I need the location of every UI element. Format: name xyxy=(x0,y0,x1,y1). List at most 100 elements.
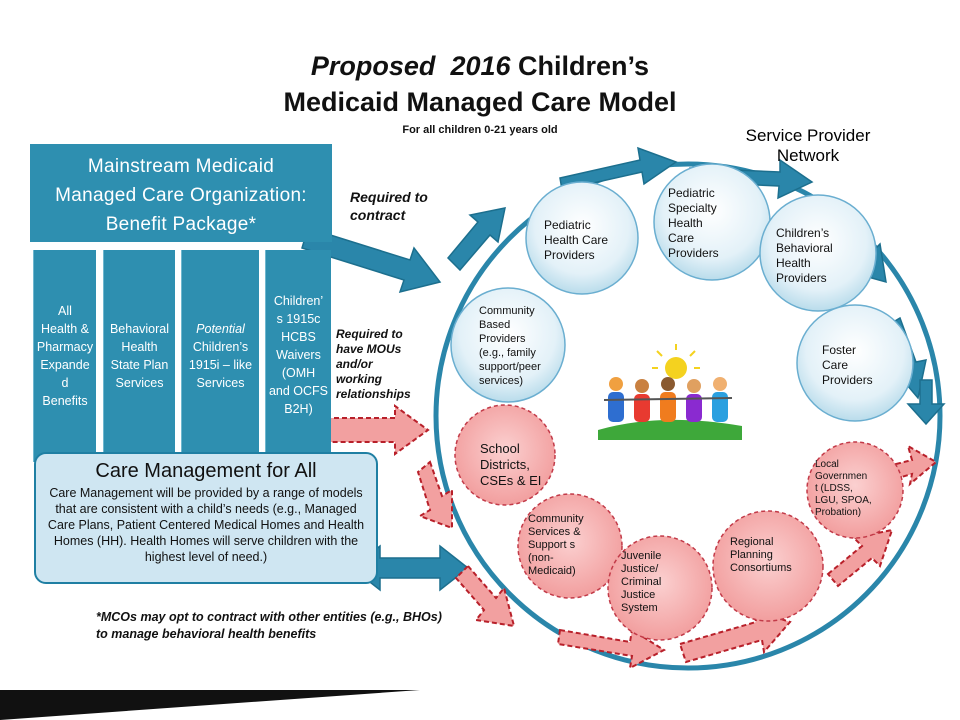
cycle-circle xyxy=(433,161,943,671)
care-title: Care Management for All xyxy=(95,460,317,482)
note-line: and/or xyxy=(336,357,373,371)
arc-arrow-6 xyxy=(906,379,946,426)
label-line: Providers xyxy=(668,246,719,260)
bubble-community-based xyxy=(450,287,566,403)
col4-line: HCBS xyxy=(281,330,316,344)
label-line: Probation) xyxy=(815,507,862,518)
bubble-behavioral xyxy=(759,194,877,312)
label-line: Care xyxy=(822,358,849,372)
footnote-line: to manage behavioral health benefits xyxy=(96,627,317,641)
title-word-childrens: Children’s xyxy=(518,51,650,81)
col1-line: Health & xyxy=(41,322,89,336)
label-line: (e.g., family xyxy=(479,347,536,359)
title-word-proposed: Proposed xyxy=(310,51,436,81)
label-line: LGU, SPOA, xyxy=(815,495,872,506)
page-title: Proposed 2016 Children’s Medicaid Manage… xyxy=(180,48,780,120)
note-line: Required to xyxy=(350,189,428,205)
network-title: Service Provider Network xyxy=(718,126,898,166)
col2-line: Behavioral xyxy=(109,322,170,336)
label-line: Based xyxy=(479,319,511,331)
label-line: Justice/ xyxy=(621,563,659,575)
children-logo xyxy=(598,344,742,440)
col4-line: (OMH xyxy=(281,366,316,380)
footnote: *MCOs may opt to contract with other ent… xyxy=(96,609,442,643)
label-line: Local xyxy=(815,459,839,470)
benefit-column-behavioral: Behavioral Health State Plan Services xyxy=(103,250,175,462)
note-required-mous: Required to have MOUs and/or working rel… xyxy=(336,327,411,402)
col1-line: d xyxy=(61,376,69,390)
title-word-year: 2016 xyxy=(450,51,511,81)
benefit-column-1915i: Potential Children’s 1915i – like Servic… xyxy=(181,250,259,462)
label-line: Support s xyxy=(528,539,576,551)
arc-pink-3 xyxy=(556,628,667,670)
label-regional: Regional Planning Consortiums xyxy=(730,536,792,575)
mco-benefit-package-box: Mainstream Medicaid Managed Care Organiz… xyxy=(30,144,332,242)
partner-arrows xyxy=(317,404,938,670)
label-line: Community xyxy=(479,305,535,317)
arc-arrow-1 xyxy=(446,207,506,272)
label-behavioral: Children’s Behavioral Health Providers xyxy=(776,226,833,286)
label-line: System xyxy=(621,602,658,614)
note-required-contract: Required to contract xyxy=(350,188,428,224)
label-line: Juvenile xyxy=(621,550,662,562)
label-specialty: Pediatric Specialty Health Care Provider… xyxy=(668,186,719,261)
bubble-juvenile xyxy=(607,535,713,641)
label-community-services: Community Services & Support s (non- Med… xyxy=(528,513,584,578)
arc-pink-6 xyxy=(894,443,938,487)
label-line: (non- xyxy=(528,552,554,564)
col4-line: s 1915c xyxy=(276,312,321,326)
bubble-regional xyxy=(712,510,824,622)
note-line: relationships xyxy=(336,387,411,401)
subtitle: For all children 0-21 years old xyxy=(402,124,558,136)
mco-line-1: Mainstream Medicaid xyxy=(87,156,275,177)
label-line: Planning xyxy=(730,549,773,561)
mou-arrow xyxy=(317,404,430,456)
note-line: Required to xyxy=(336,327,403,341)
col1-line: Benefits xyxy=(42,394,88,408)
bubble-community-services xyxy=(517,493,623,599)
bubble-school xyxy=(454,404,556,506)
bubble-local-gov xyxy=(806,441,904,539)
col1-line: Expande xyxy=(40,358,90,372)
label-local-gov: Local Governmen t (LDSS, LGU, SPOA, Prob… xyxy=(815,459,872,519)
label-line: Providers xyxy=(479,333,526,345)
label-line: t (LDSS, xyxy=(815,483,853,494)
label-line: Community xyxy=(528,513,584,525)
col3-line: Children’s xyxy=(192,340,249,354)
label-line: School xyxy=(480,441,520,456)
col2-line: State Plan xyxy=(110,358,169,372)
label-school: School Districts, CSEs & EI xyxy=(480,441,541,489)
label-line: Services & xyxy=(528,526,581,538)
network-title-line-2: Network xyxy=(776,146,840,165)
col2-line: Services xyxy=(115,376,164,390)
label-line: Behavioral xyxy=(776,241,833,255)
title-line-2: Medicaid Managed Care Model xyxy=(283,87,677,117)
label-pediatric: Pediatric Health Care Providers xyxy=(544,218,608,263)
label-community-based: Community Based Providers (e.g., family … xyxy=(479,304,541,388)
arc-pink-2 xyxy=(454,564,516,628)
label-line: CSEs & EI xyxy=(480,473,542,488)
network-title-line-1: Service Provider xyxy=(745,126,871,145)
care-management-box: Care Management for All Care Management … xyxy=(34,452,378,584)
note-line: working xyxy=(336,372,383,386)
label-line: Specialty xyxy=(668,201,717,215)
label-line: Children’s xyxy=(776,226,830,240)
mco-line-3: Benefit Package* xyxy=(105,214,257,235)
label-line: Consortiums xyxy=(730,562,792,574)
col4-line: Children’ xyxy=(273,294,324,308)
label-line: services) xyxy=(479,375,524,387)
label-line: Justice xyxy=(621,589,656,601)
label-line: Providers xyxy=(822,373,873,387)
footnote-line: *MCOs may opt to contract with other ent… xyxy=(96,610,442,624)
label-line: Providers xyxy=(544,248,595,262)
col2-line: Health xyxy=(121,340,158,354)
note-line: contract xyxy=(350,207,406,223)
col4-line: B2H) xyxy=(284,402,313,416)
label-line: Health Care xyxy=(544,233,609,247)
label-line: support/peer xyxy=(479,361,541,373)
col4-line: and OCFS xyxy=(268,384,329,398)
label-line: Health xyxy=(668,216,703,230)
label-line: Pediatric xyxy=(668,186,715,200)
corner-decoration xyxy=(0,690,420,720)
